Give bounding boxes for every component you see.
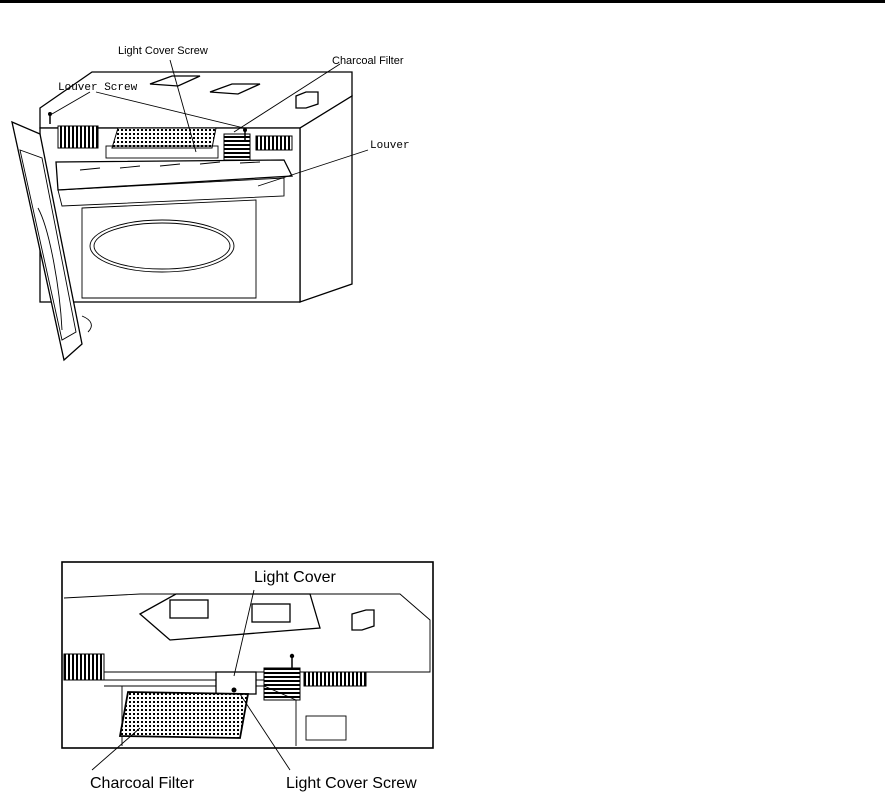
top-vent-cutout-left <box>170 600 208 618</box>
label-louver: Louver <box>370 140 410 152</box>
label-louver-screw: Louver Screw <box>58 82 138 94</box>
figure-1-microwave <box>12 72 352 360</box>
vent-grille-icon <box>224 134 250 160</box>
vent-grille-icon <box>58 126 98 148</box>
filter-mesh-icon <box>112 128 216 148</box>
label-light-cover-screw: Light Cover Screw <box>118 45 208 57</box>
label-charcoal-filter: Charcoal Filter <box>332 55 404 67</box>
label-light-cover-screw-2: Light Cover Screw <box>286 775 417 792</box>
top-bracket <box>352 610 374 630</box>
label-charcoal-filter-2: Charcoal Filter <box>90 775 195 792</box>
top-vent-cutout-right <box>252 604 290 622</box>
microwave-side-panel <box>300 96 352 302</box>
filter-mesh-icon <box>120 692 248 738</box>
screw-icon <box>232 688 237 693</box>
vent-grille-icon <box>304 672 366 686</box>
figure-2-detail <box>62 562 433 748</box>
microwave-front-face <box>40 128 300 302</box>
detail-frame <box>62 562 433 748</box>
top-bracket <box>296 92 318 108</box>
vent-grille-icon <box>256 136 292 150</box>
label-light-cover: Light Cover <box>254 569 336 586</box>
vent-grille-icon <box>264 668 300 700</box>
vent-grille-icon <box>64 654 104 680</box>
